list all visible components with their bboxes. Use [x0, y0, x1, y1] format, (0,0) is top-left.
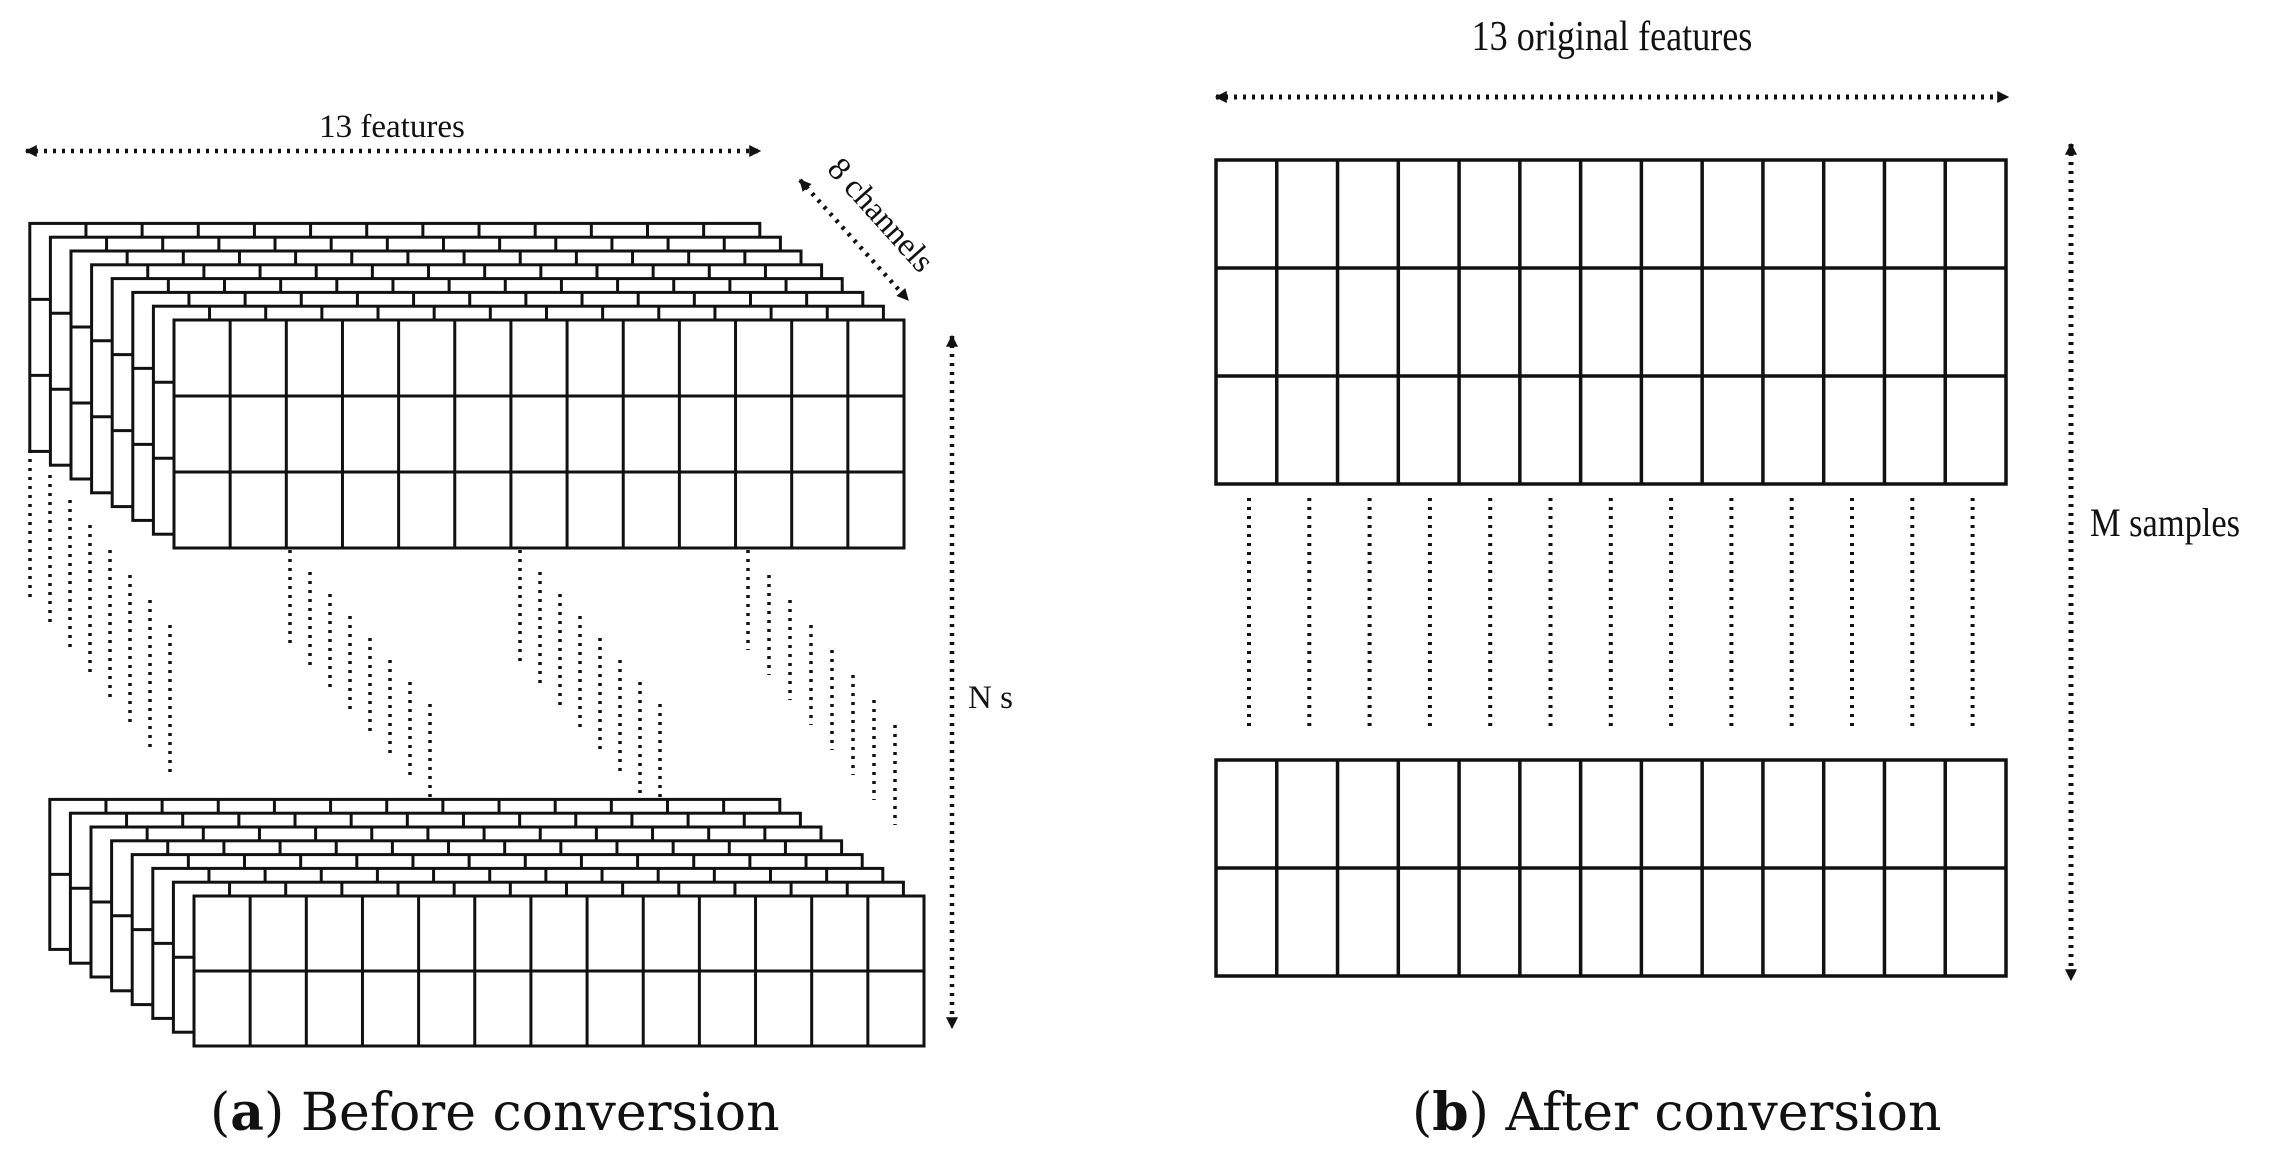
- front-channel-grid: [192, 894, 926, 1048]
- sample-continuation-dots: [28, 450, 897, 825]
- caption-a-letter: a: [230, 1082, 264, 1143]
- panel-b-after-conversion: 13 original features M samples: [1214, 14, 2240, 982]
- caption-a: (a) Before conversion: [210, 1082, 780, 1143]
- top-channel-stack: [28, 221, 906, 550]
- caption-b-text: After conversion: [1505, 1083, 1942, 1143]
- flat-sample-continuation-dots: [1247, 498, 1975, 730]
- caption-a-text: Before conversion: [300, 1083, 780, 1143]
- features-label: 13 features: [319, 109, 465, 145]
- panel-a-before-conversion: 13 features 8 channels N s: [24, 109, 1013, 1048]
- bottom-channel-stack: [48, 797, 926, 1048]
- front-channel-grid-border: [172, 318, 906, 550]
- samples-label: N s: [968, 680, 1013, 716]
- top-flat-grid: [1214, 158, 2008, 486]
- caption-b-letter: b: [1432, 1082, 1469, 1143]
- front-channel-grid: [172, 318, 906, 550]
- caption-b: (b) After conversion: [1412, 1082, 1942, 1143]
- flat-grid-top: [1214, 158, 2008, 486]
- m-samples-label: M samples: [2090, 502, 2240, 546]
- flat-grid-top-border: [1214, 158, 2008, 486]
- original-features-label: 13 original features: [1472, 14, 1753, 60]
- channels-label: 8 channels: [820, 151, 941, 279]
- bottom-flat-grid: [1214, 758, 2008, 978]
- flat-grid-bottom: [1214, 758, 2008, 978]
